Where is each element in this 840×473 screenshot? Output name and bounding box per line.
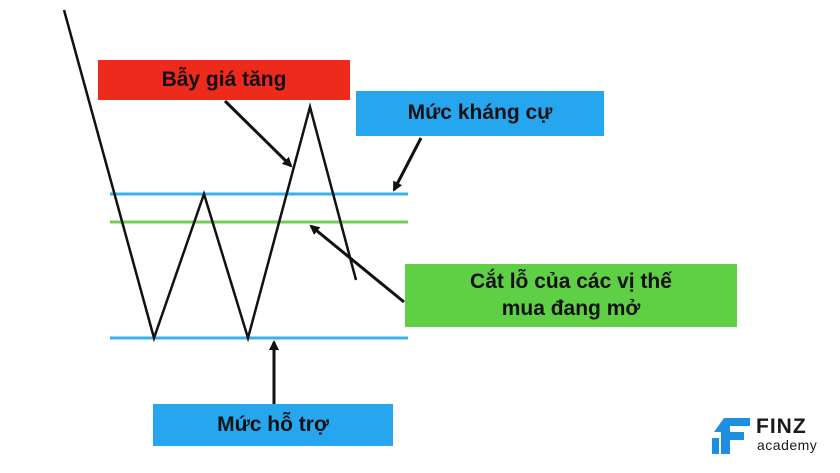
resistance-label-box: Mức kháng cự xyxy=(356,91,604,136)
price-path xyxy=(62,9,358,343)
finz-logo-icon xyxy=(712,418,750,454)
stop-loss-label-box: Cắt lỗ của các vị thế mua đang mở xyxy=(405,264,737,327)
resistance-label: Mức kháng cự xyxy=(407,101,553,125)
bull-trap-label-box: Bẫy giá tăng xyxy=(98,60,350,100)
logo-subtitle: academy xyxy=(757,437,818,453)
arrow-resistance xyxy=(392,137,423,192)
bull-trap-label: Bẫy giá tăng xyxy=(161,67,287,91)
logo-name: FINZ xyxy=(756,415,807,438)
arrow-stop-loss xyxy=(309,224,405,304)
finz-academy-logo: FINZ academy xyxy=(710,414,830,460)
support-label-box: Mức hỗ trợ xyxy=(153,404,393,446)
support-label: Mức hỗ trợ xyxy=(217,412,329,436)
stop-loss-label-line2: mua đang mở xyxy=(501,296,641,320)
arrow-bull-trap xyxy=(223,99,293,168)
stop-loss-label-line1: Cắt lỗ của các vị thế xyxy=(470,270,672,294)
